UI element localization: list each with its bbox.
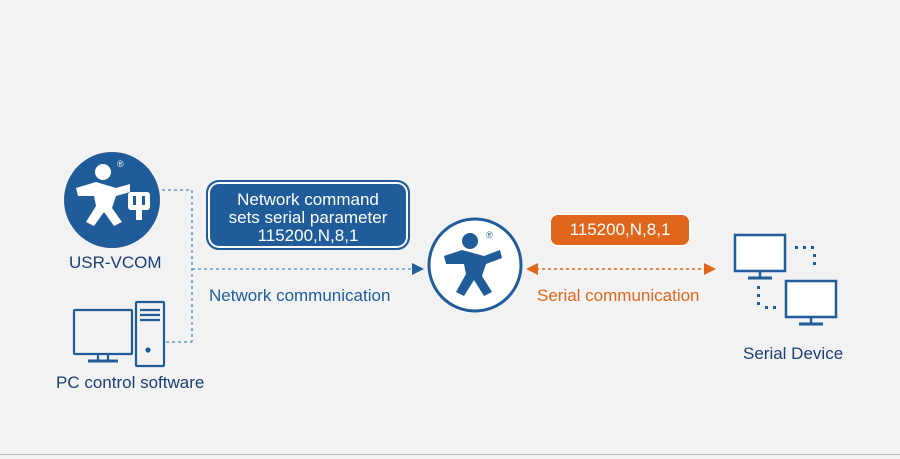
network-command-line-1: Network command: [237, 190, 379, 209]
network-communication-label: Network communication: [209, 286, 391, 305]
network-command-line-3: 115200,N,8,1: [257, 226, 359, 245]
network-command-line-2: sets serial parameter: [228, 208, 388, 227]
serial-arrow-left: [526, 263, 538, 275]
serial-params-bubble: 115200,N,8,1: [549, 213, 691, 247]
monitor-icon: [784, 279, 838, 326]
serial-params-text: 115200,N,8,1: [569, 220, 671, 239]
serial-communication-label: Serial communication: [537, 286, 700, 305]
device-link-dots: [757, 246, 816, 309]
vcom-registered-mark: ®: [117, 159, 124, 169]
usr-device-logo-icon: [427, 217, 523, 313]
network-connector-lines: [162, 189, 412, 343]
bottom-divider: [0, 454, 900, 455]
network-arrow-head: [412, 263, 424, 275]
usr-vcom-logo-icon: [64, 152, 160, 248]
network-command-bubble: Network command sets serial parameter 11…: [206, 180, 410, 250]
desktop-pc-icon: [72, 300, 166, 368]
pc-software-label: PC control software: [56, 373, 205, 392]
device-registered-mark: ®: [486, 230, 493, 240]
vcom-label: USR-VCOM: [69, 253, 162, 272]
monitor-icon: [733, 233, 787, 280]
serial-arrow-right: [704, 263, 716, 275]
serial-device-label: Serial Device: [743, 344, 844, 363]
